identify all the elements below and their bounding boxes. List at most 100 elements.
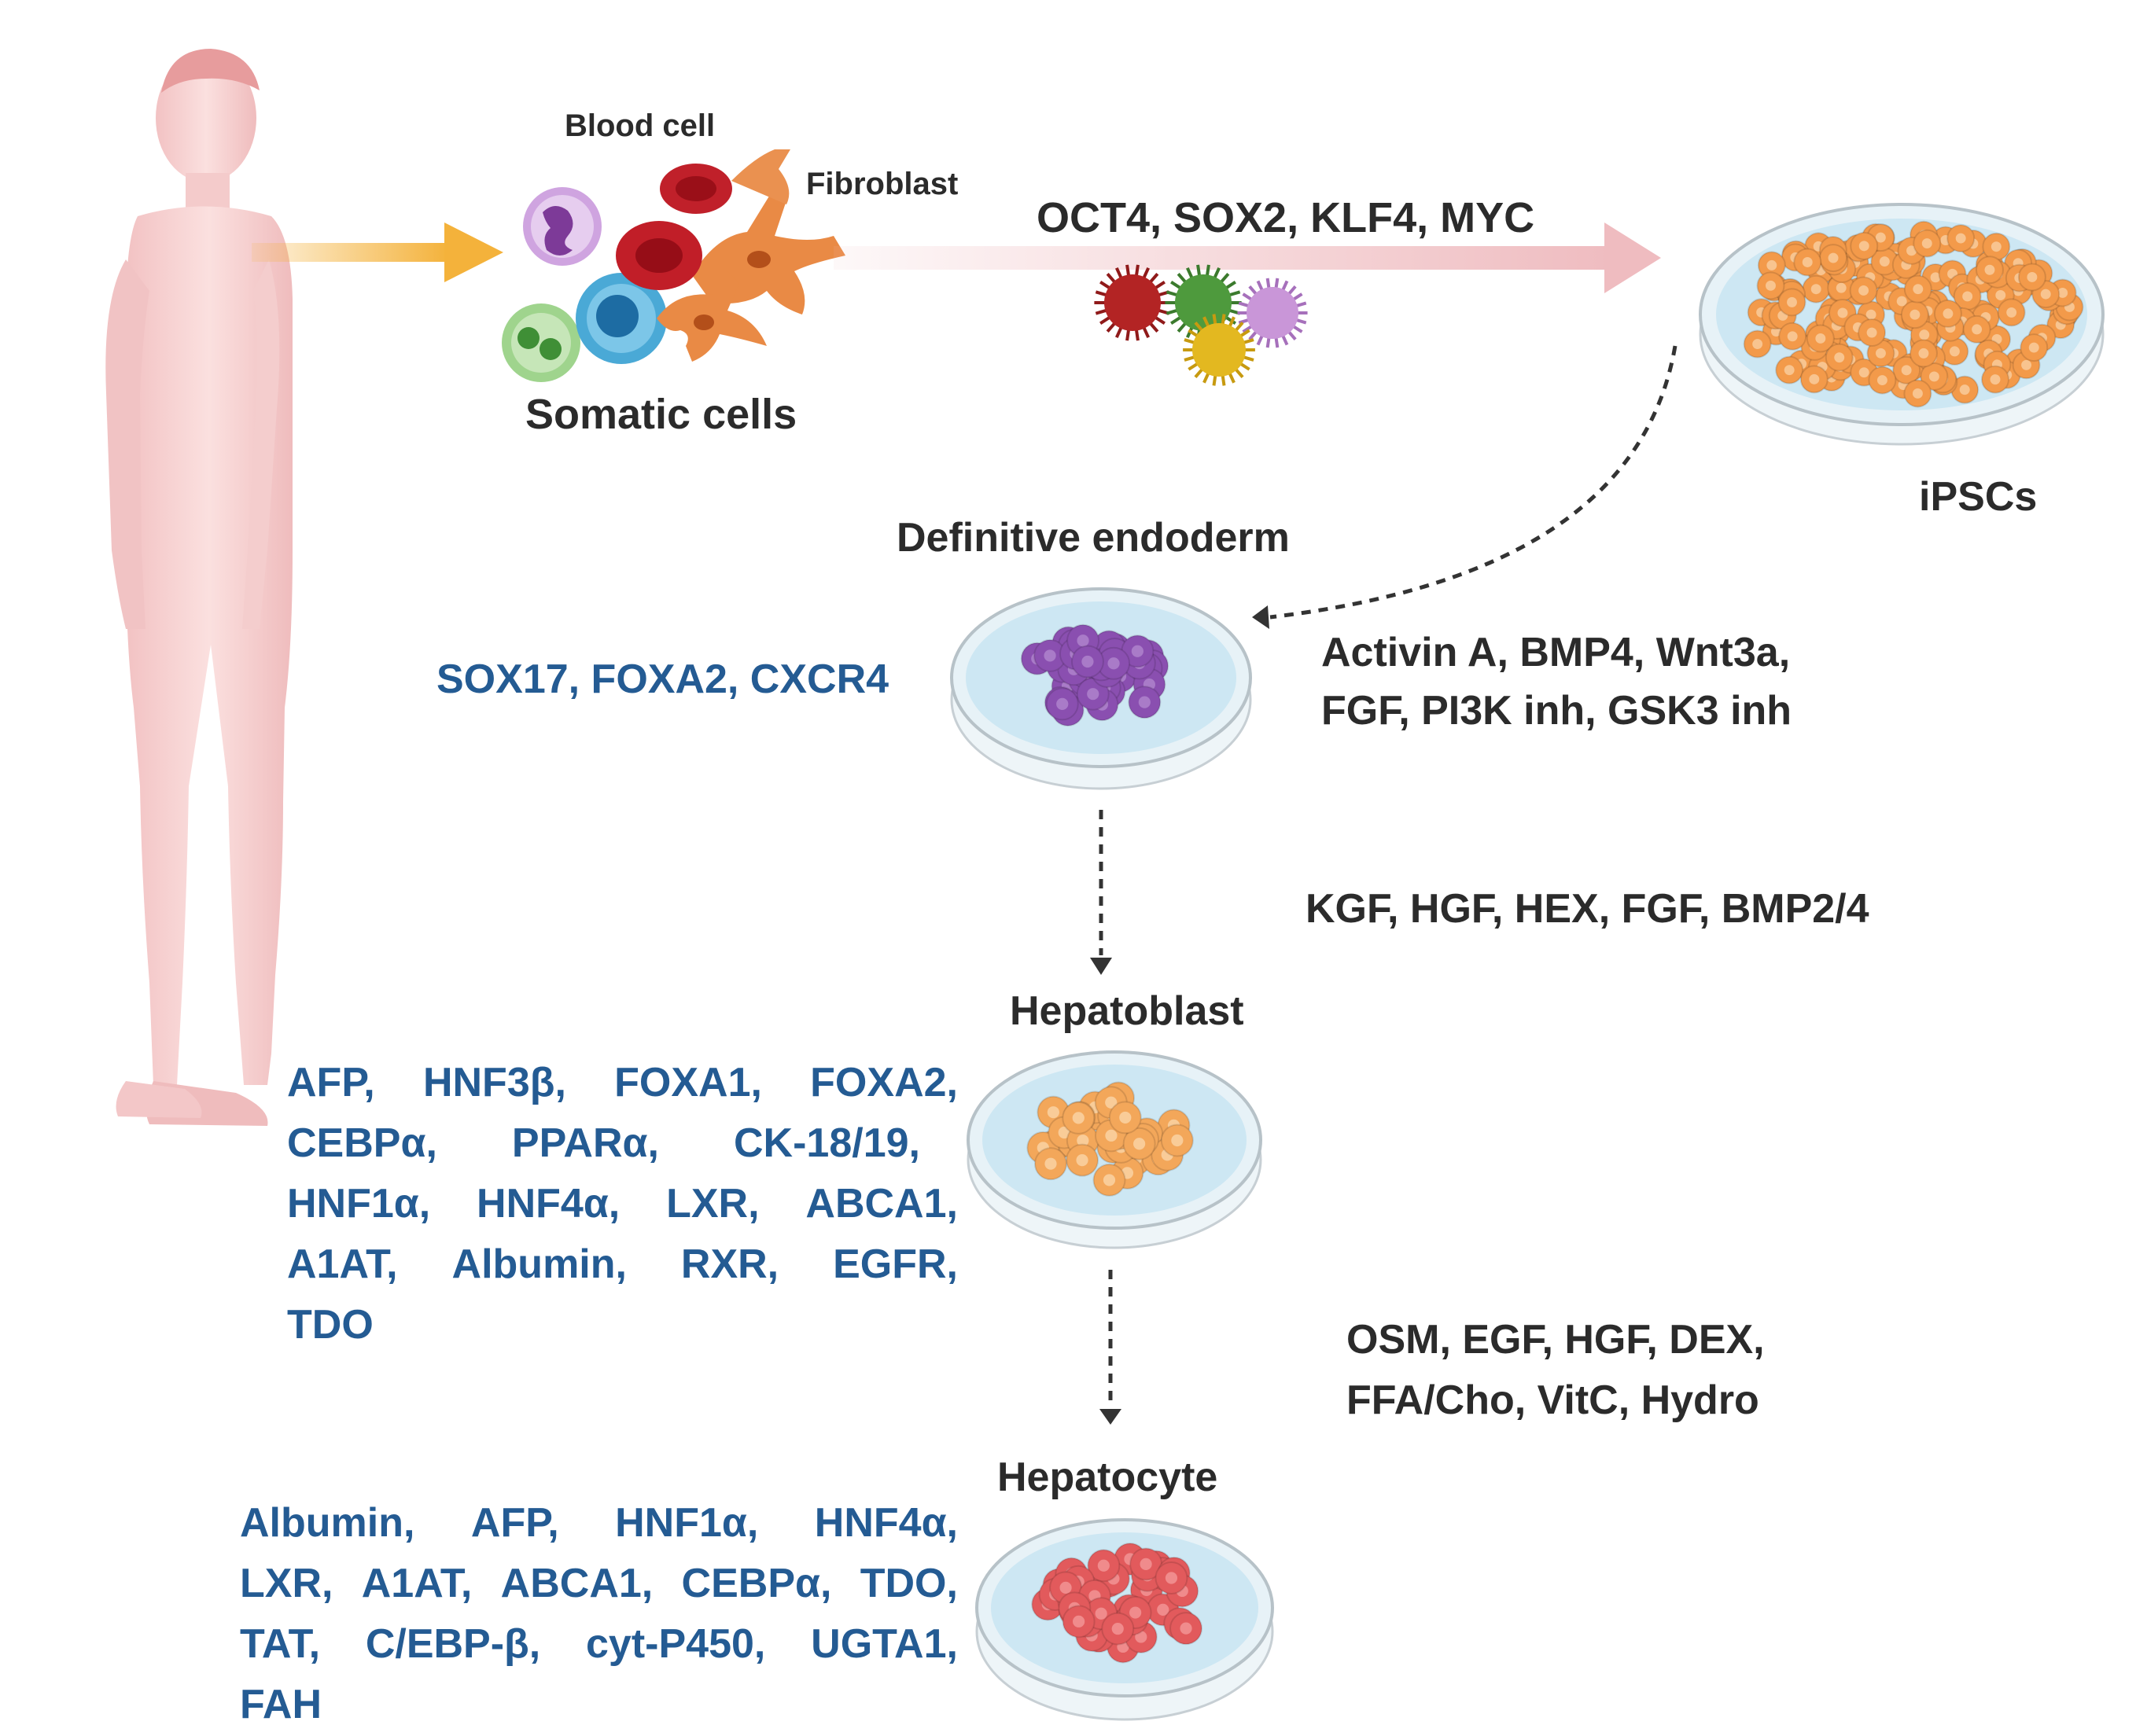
- cell-nucleus: [1943, 308, 1954, 319]
- cell-nucleus: [1930, 272, 1941, 283]
- cell-nucleus: [1077, 634, 1089, 647]
- marker: cyt-P450,: [586, 1620, 766, 1667]
- marker-row: LXR, A1AT, ABCA1, CEBPα, TDO,: [240, 1553, 958, 1613]
- cell-nucleus: [1097, 1559, 1110, 1572]
- cell-nucleus: [1896, 296, 1907, 307]
- cell-nucleus: [1119, 1111, 1132, 1124]
- definitive-endoderm-label: Definitive endoderm: [897, 515, 1290, 561]
- ipscs-label: iPSCs: [1919, 474, 2038, 520]
- cell-nucleus: [1129, 1606, 1142, 1619]
- cell-nucleus: [2021, 359, 2032, 370]
- cell-nucleus: [1906, 245, 1917, 256]
- cell-nucleus: [1073, 1615, 1085, 1628]
- cell-nucleus: [1059, 1581, 1072, 1594]
- cell-nucleus: [1105, 1129, 1118, 1142]
- hepatocyte-label: Hepatocyte: [997, 1455, 1218, 1500]
- cell-nucleus: [1787, 331, 1798, 342]
- marker: FAH: [240, 1681, 322, 1727]
- virus-body: [1175, 274, 1232, 331]
- cell-nucleus: [1858, 367, 1869, 378]
- cell-nucleus: [1802, 257, 1813, 267]
- cell-nucleus: [1766, 259, 1777, 270]
- marker: FOXA1,: [614, 1059, 762, 1105]
- cell-nucleus: [1959, 384, 1970, 395]
- marker-row: FAH: [240, 1674, 958, 1734]
- cell-nucleus: [2040, 289, 2051, 300]
- cell-nucleus: [1752, 339, 1763, 349]
- cell-nucleus: [1766, 280, 1776, 291]
- marker: A1AT,: [361, 1560, 473, 1606]
- arrowhead-icon: [1252, 605, 1269, 629]
- marker: A1AT,: [287, 1241, 398, 1287]
- marker: CK-18/19,: [733, 1120, 920, 1166]
- fibroblast-icon: [657, 149, 845, 362]
- marker: HNF4α,: [814, 1499, 958, 1546]
- marker: CEBPα,: [287, 1120, 437, 1166]
- cell-nucleus: [1171, 1134, 1184, 1147]
- lymphocyte-icon: [502, 303, 580, 382]
- virus-body: [1247, 287, 1298, 339]
- marker: UGTA1,: [811, 1620, 958, 1667]
- cell-nucleus: [1107, 657, 1120, 670]
- virus-particle-icon: [1183, 314, 1255, 386]
- arrowhead-icon: [1090, 958, 1112, 975]
- cell-nucleus: [1901, 365, 1912, 376]
- fibroblast-label: Fibroblast: [806, 167, 959, 201]
- cell-nucleus: [1044, 649, 1056, 662]
- cell-nucleus: [1044, 1157, 1057, 1170]
- endoderm-markers: SOX17, FOXA2, CXCR4: [436, 657, 889, 702]
- cell-nucleus: [1991, 241, 2002, 252]
- virus-particle-icon: [1237, 278, 1308, 348]
- cell-nucleus: [1081, 655, 1094, 668]
- cell-nucleus: [1962, 291, 1973, 302]
- cell-nucleus: [1990, 374, 2001, 385]
- cell-nucleus: [1876, 348, 1886, 359]
- marker: CEBPα,: [681, 1560, 832, 1606]
- hepatoblast-conditions: KGF, HGF, HEX, FGF, BMP2/4: [1306, 886, 1869, 932]
- leukocyte-icon: [523, 187, 602, 266]
- blood-cell-label: Blood cell: [565, 108, 716, 143]
- cell-nucleus: [1111, 1622, 1124, 1635]
- marker: FOXA2,: [810, 1059, 958, 1105]
- marker: EGFR,: [833, 1241, 958, 1287]
- cell-nucleus: [1921, 238, 1932, 249]
- marker-row: Albumin, AFP, HNF1α, HNF4α,: [240, 1492, 958, 1553]
- cell-nucleus: [1865, 309, 1876, 320]
- cell-nucleus: [1866, 327, 1877, 338]
- cell-nucleus: [1858, 241, 1869, 252]
- marker-row: AFP, HNF3β, FOXA1, FOXA2,: [287, 1052, 958, 1113]
- marker: Albumin,: [240, 1499, 415, 1546]
- cell-nucleus: [1858, 285, 1869, 296]
- virus-particles: [1094, 264, 1308, 386]
- cell-nucleus: [1157, 1603, 1169, 1616]
- cell-nucleus: [1815, 333, 1826, 344]
- cell-nucleus: [1165, 1572, 1178, 1584]
- cell-nucleus: [1131, 645, 1143, 657]
- marker: RXR,: [680, 1241, 779, 1287]
- cell-nucleus: [1784, 365, 1795, 376]
- cell-nucleus: [1918, 348, 1929, 359]
- cell-nucleus: [1047, 1106, 1059, 1119]
- cell-nucleus: [1836, 282, 1847, 293]
- endoderm-conditions-line-1: Activin A, BMP4, Wnt3a,: [1321, 630, 1791, 675]
- endoderm-conditions-line-2: FGF, PI3K inh, GSK3 inh: [1321, 688, 1792, 734]
- cell-nucleus: [1828, 252, 1839, 263]
- cell-nucleus: [1105, 1096, 1118, 1109]
- petri-dish-icon: [950, 587, 1252, 790]
- marker: TDO: [287, 1301, 374, 1348]
- blood-cell-icon: [616, 164, 732, 290]
- cell-nucleus: [1135, 1631, 1147, 1643]
- hepatocyte-conditions-line-1: OSM, EGF, HGF, DEX,: [1346, 1317, 1765, 1363]
- marker-row: HNF1α, HNF4α, LXR, ABCA1,: [287, 1173, 958, 1234]
- cell-nucleus: [1133, 1138, 1146, 1150]
- hepatocyte-conditions-line-2: FFA/Cho, VitC, Hydro: [1346, 1377, 1759, 1423]
- cell-nucleus: [2006, 307, 2017, 318]
- cell-nucleus: [1810, 284, 1821, 295]
- cell-nucleus: [1103, 1174, 1116, 1186]
- virus-particle-icon: [1165, 264, 1242, 341]
- marker: HNF4α,: [477, 1180, 621, 1227]
- marker: ABCA1,: [500, 1560, 654, 1606]
- petri-dish-icon: [975, 1518, 1274, 1721]
- cell-nucleus: [1834, 352, 1845, 363]
